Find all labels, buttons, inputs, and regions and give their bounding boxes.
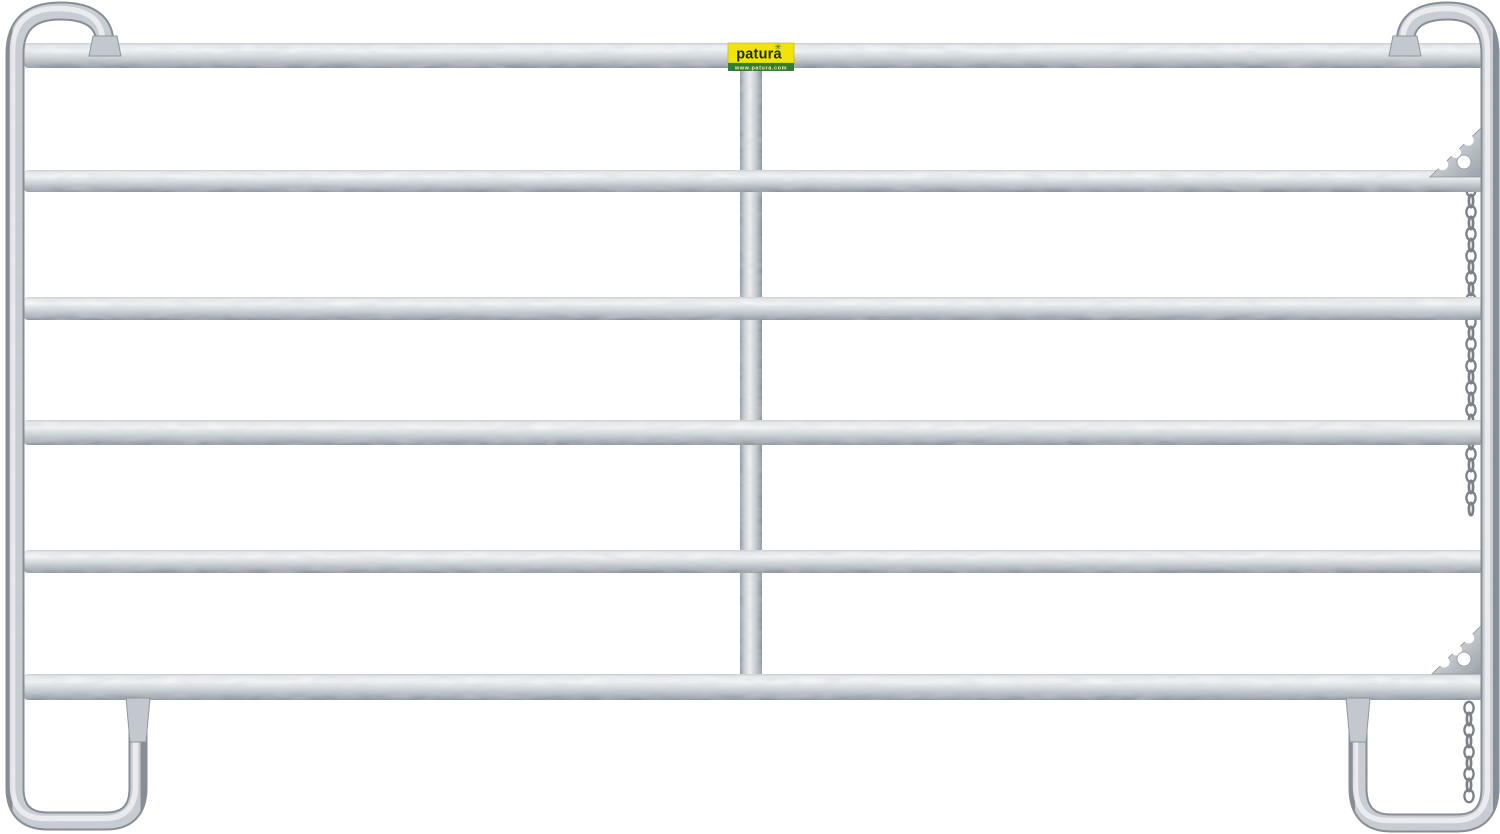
chain-bottom — [1463, 700, 1475, 804]
chain-link — [1467, 193, 1475, 209]
bracket-hole — [1456, 154, 1472, 170]
bracket-notch — [1462, 134, 1474, 146]
chain-link — [1467, 501, 1475, 517]
bracket-notch — [1438, 656, 1450, 668]
chain-link — [1467, 281, 1475, 297]
rail-3 — [24, 297, 1483, 320]
chain-link — [1467, 259, 1475, 275]
center-brace — [740, 55, 762, 690]
chain-link — [1467, 369, 1475, 385]
bracket-notch — [1463, 632, 1475, 644]
chain-link — [1463, 788, 1475, 804]
chain-link — [1467, 237, 1475, 253]
bracket-hole — [1456, 651, 1472, 667]
rail-2 — [24, 170, 1483, 192]
top-left-hook-tab — [88, 35, 122, 57]
brand-label: patura ✳ www.patura.com — [727, 42, 795, 72]
rail-5 — [24, 550, 1483, 573]
top-right-hook-tab — [1388, 35, 1422, 57]
chain-link — [1467, 391, 1475, 407]
chain-link — [1467, 215, 1475, 231]
chain-link — [1467, 325, 1475, 341]
rail-4 — [24, 420, 1483, 445]
chain-link — [1467, 457, 1475, 473]
brand-name-text: patura — [736, 47, 782, 63]
chain-top — [1465, 182, 1477, 517]
bracket-notch — [1450, 147, 1461, 158]
bottom-right-foot-tab — [1345, 697, 1371, 743]
bottom-left-foot-tab — [125, 697, 151, 743]
starburst-icon: ✳ — [774, 42, 782, 52]
bracket-notch — [1437, 159, 1449, 171]
bracket-notch — [1451, 644, 1462, 656]
chain-link — [1467, 479, 1475, 495]
center-brace-tube — [740, 55, 762, 690]
chain-link — [1465, 777, 1473, 793]
chain-bracket-top — [1429, 127, 1482, 178]
label-green-strip — [728, 63, 794, 71]
connector-tabs — [88, 35, 1422, 743]
chain-link — [1465, 711, 1473, 727]
rail-6-bottom — [24, 674, 1483, 700]
brand-url-text: www.patura.com — [734, 66, 787, 72]
chain-link — [1465, 733, 1473, 749]
chain-brackets — [1429, 127, 1482, 675]
chain-link — [1465, 755, 1473, 771]
chain-link — [1467, 347, 1475, 363]
chain-bracket-bottom — [1431, 625, 1482, 675]
